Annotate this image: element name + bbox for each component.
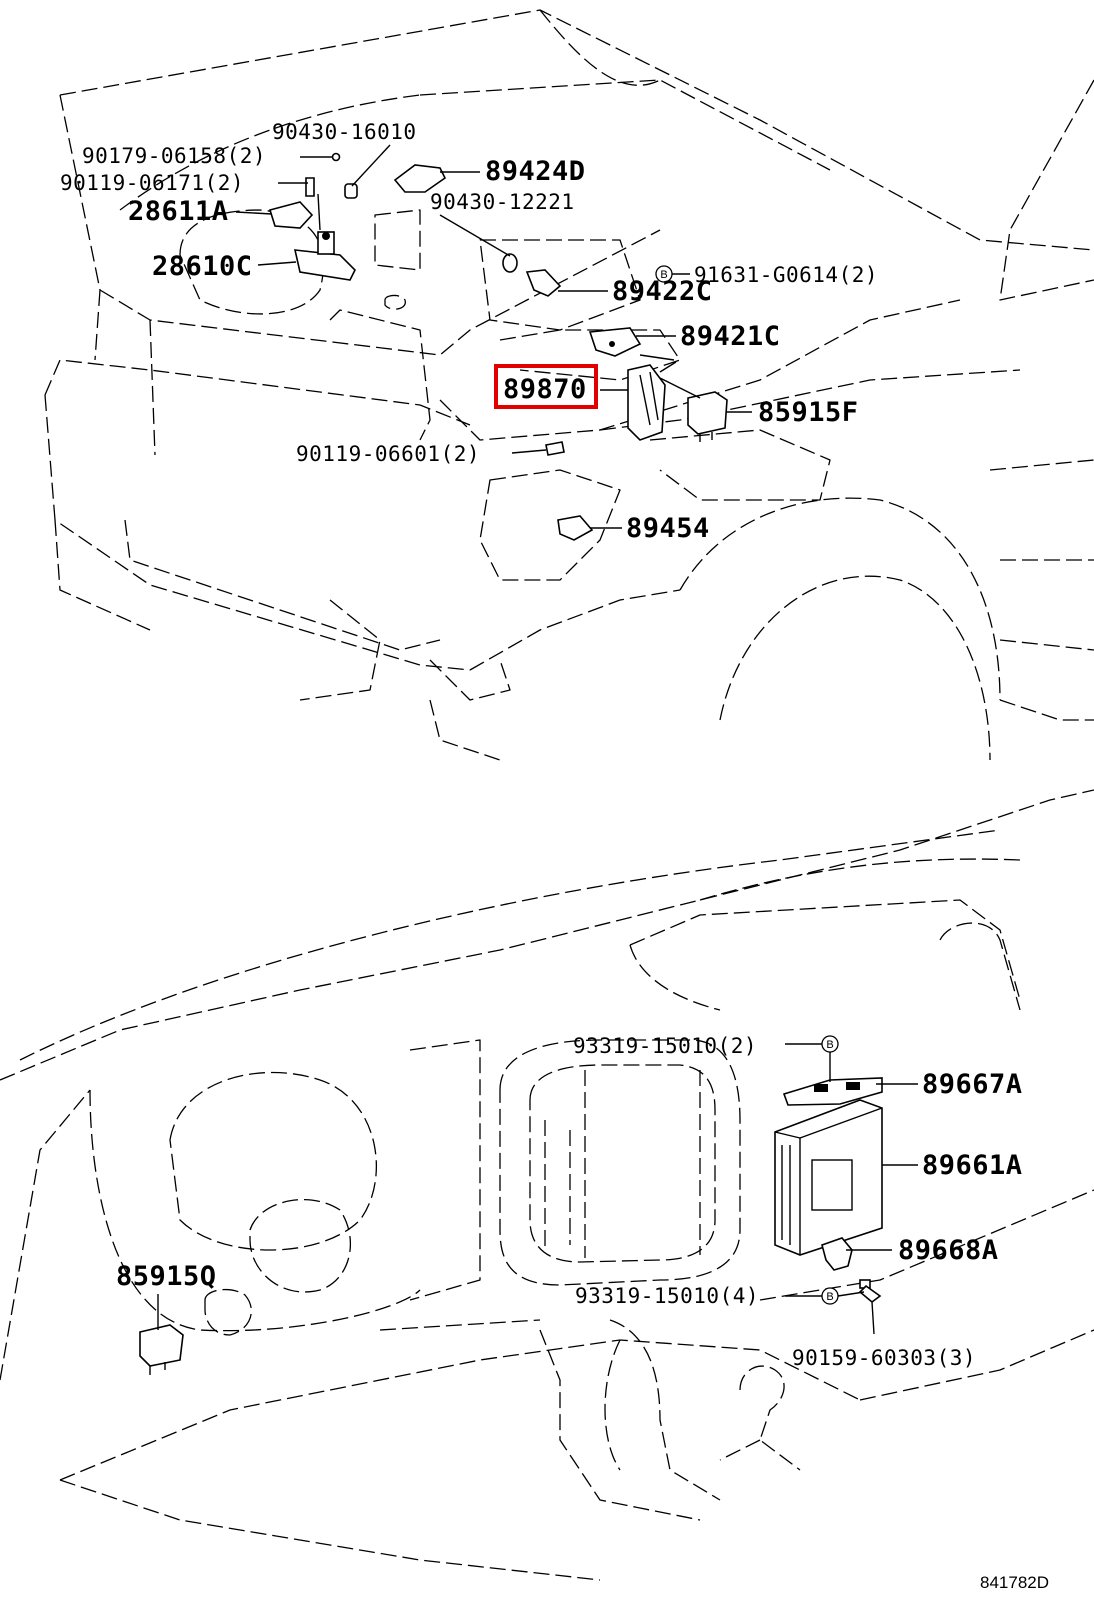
marker-letter: B — [826, 1039, 833, 1051]
top-leader-lines — [235, 144, 752, 529]
part-89870-bracket — [627, 364, 666, 441]
label-89870[interactable]: 89870 — [503, 374, 587, 405]
label-91631-g0614: 91631-G0614(2) — [694, 263, 878, 287]
part-89454-sensor — [557, 515, 594, 541]
part-89667a-bracket — [782, 1077, 883, 1106]
label-89668a: 89668A — [898, 1235, 999, 1266]
label-90119-06171: 90119-06171(2) — [60, 171, 244, 195]
label-90119-06601: 90119-06601(2) — [296, 442, 480, 466]
part-28610c-distributor-bracket — [293, 231, 356, 281]
label-90179-06158: 90179-06158(2) — [82, 144, 266, 168]
label-89421c: 89421C — [680, 321, 781, 352]
label-28611a: 28611A — [128, 196, 229, 227]
bolt-marker-bottom-2: B — [821, 1287, 839, 1305]
part-89421c-sensor — [588, 327, 642, 357]
label-90430-16010: 90430-16010 — [272, 120, 417, 144]
marker-letter: B — [660, 269, 667, 281]
bottom-leader-lines — [157, 1043, 918, 1335]
bolt-marker-top: B — [655, 265, 690, 283]
highlight-box-89870 — [494, 364, 598, 409]
label-85915f: 85915F — [758, 397, 859, 428]
label-93319-15010-4: 93319-15010(4) — [575, 1284, 759, 1308]
dashboard-outline — [0, 789, 1094, 1581]
vehicle-front-outline — [44, 9, 1094, 761]
label-90430-12221: 90430-12221 — [430, 190, 575, 214]
label-89424d: 89424D — [485, 156, 586, 187]
part-89424d-sensor — [393, 164, 447, 193]
label-85915q: 85915Q — [116, 1261, 217, 1292]
label-89454: 89454 — [626, 513, 710, 544]
label-28610c: 28610C — [152, 251, 253, 282]
part-85915q-relay — [139, 1324, 184, 1375]
part-89422c-sensor — [525, 269, 562, 297]
marker-letter: B — [826, 1291, 833, 1303]
part-85915f-relay — [687, 391, 728, 442]
part-90430-12221-gasket — [502, 253, 518, 273]
part-90430-16010-gasket — [344, 183, 358, 199]
bolt-marker-bottom-1: B — [821, 1035, 839, 1053]
label-89422c: 89422C — [612, 276, 713, 307]
part-90119-06601-bolt — [545, 441, 565, 456]
label-90159-60303: 90159-60303(3) — [792, 1346, 976, 1370]
part-90179-06158-nut — [331, 152, 341, 162]
label-89667a: 89667A — [922, 1069, 1023, 1100]
part-89661a-ecu — [774, 1099, 883, 1256]
label-89661a: 89661A — [922, 1150, 1023, 1181]
diagram-reference-code: 841782D — [980, 1573, 1049, 1592]
part-90159-60303-bolt — [858, 1279, 882, 1304]
label-93319-15010-2: 93319-15010(2) — [573, 1034, 757, 1058]
part-28611a-cover — [268, 201, 314, 229]
part-89668a-bracket — [821, 1237, 853, 1271]
part-90119-06171-bolt — [305, 177, 315, 197]
